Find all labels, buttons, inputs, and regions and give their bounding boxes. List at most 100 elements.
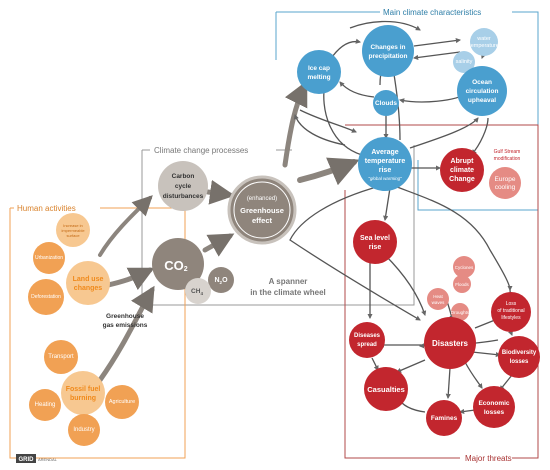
- svg-text:in the climate wheel: in the climate wheel: [250, 288, 326, 297]
- svg-text:Casualties: Casualties: [367, 385, 405, 394]
- node-industry: [68, 414, 100, 446]
- svg-text:Change: Change: [449, 176, 475, 183]
- svg-text:Changes in: Changes in: [370, 44, 405, 51]
- svg-text:upheaval: upheaval: [468, 97, 496, 104]
- svg-text:Biodiversity: Biodiversity: [502, 350, 537, 356]
- svg-text:ARENDAL: ARENDAL: [38, 457, 58, 462]
- node-salinity: [453, 51, 475, 73]
- svg-text:climate: climate: [450, 167, 474, 174]
- svg-text:Diseases: Diseases: [354, 333, 381, 339]
- label-greenhouse-gas: Greenhouse: [106, 313, 144, 320]
- svg-text:Ice cap: Ice cap: [308, 65, 330, 72]
- node-europe-cooling: [489, 167, 521, 199]
- svg-text:cooling: cooling: [495, 184, 516, 191]
- node-fossil: [61, 371, 105, 415]
- node-droughts: [451, 303, 469, 321]
- svg-text:impermeable: impermeable: [61, 228, 85, 233]
- svg-text:temperature: temperature: [469, 43, 499, 49]
- abrupt-change-group: Abrupt climate Change Europe cooling Gul…: [440, 148, 521, 199]
- svg-text:Loss: Loss: [506, 301, 517, 307]
- svg-text:(enhanced): (enhanced): [247, 196, 277, 202]
- svg-text:Famines: Famines: [431, 415, 458, 422]
- svg-text:spread: spread: [357, 342, 377, 348]
- svg-text:waves: waves: [432, 300, 446, 305]
- svg-text:Droughts: Droughts: [451, 310, 470, 315]
- svg-text:salinity: salinity: [456, 59, 473, 65]
- svg-text:Deforestation: Deforestation: [31, 294, 61, 300]
- section-title-climate-processes: Climate change processes: [154, 146, 248, 155]
- node-sea-level-rise: [353, 220, 397, 264]
- node-famines: [426, 400, 462, 436]
- node-co2: [152, 238, 204, 290]
- svg-text:N2O: N2O: [214, 277, 228, 285]
- process-arrows: [97, 80, 360, 383]
- node-precipitation: [362, 25, 414, 77]
- svg-text:losses: losses: [484, 409, 505, 416]
- svg-text:disturbances: disturbances: [163, 193, 204, 200]
- svg-text:CO2: CO2: [164, 258, 188, 273]
- node-biodiversity: [498, 336, 540, 378]
- svg-text:water: water: [476, 36, 491, 42]
- climate-nodes: Ice cap melting Changes in precipitation…: [297, 25, 507, 191]
- svg-text:Urbanization: Urbanization: [35, 255, 63, 261]
- svg-text:Industry: Industry: [73, 427, 94, 433]
- svg-text:Cyclones: Cyclones: [455, 265, 474, 270]
- svg-text:Ocean: Ocean: [472, 79, 492, 86]
- svg-text:Heat: Heat: [433, 294, 443, 299]
- node-heat-waves: [427, 288, 449, 310]
- svg-text:rise: rise: [379, 167, 392, 174]
- node-transport: [44, 340, 78, 374]
- svg-text:modification: modification: [494, 156, 521, 162]
- grid-arendal-logo: GRID ARENDAL: [16, 454, 58, 463]
- node-abrupt-climate-change: [440, 148, 484, 192]
- svg-text:cycle: cycle: [175, 183, 192, 190]
- svg-text:CH4: CH4: [191, 288, 203, 296]
- svg-text:melting: melting: [307, 74, 330, 81]
- node-impermeable: [56, 213, 90, 247]
- svg-text:Agriculture: Agriculture: [109, 399, 135, 405]
- node-ch4: [185, 278, 211, 304]
- svg-text:Transport: Transport: [48, 354, 74, 360]
- node-urbanization: [33, 242, 65, 274]
- node-land-use: [66, 261, 110, 305]
- node-economic-losses: [473, 386, 515, 428]
- svg-text:burning: burning: [70, 395, 96, 402]
- svg-text:"global warming": "global warming": [368, 176, 402, 181]
- node-heating: [29, 389, 61, 421]
- frame-major-threats: [344, 124, 539, 459]
- svg-text:Land use: Land use: [73, 276, 104, 283]
- node-floods: [453, 275, 471, 293]
- svg-text:changes: changes: [74, 285, 103, 292]
- node-carbon-cycle: [158, 161, 208, 211]
- node-n2o: [208, 267, 234, 293]
- svg-text:effect: effect: [252, 216, 273, 225]
- svg-text:temperature: temperature: [365, 158, 406, 165]
- svg-text:Floods: Floods: [455, 282, 469, 287]
- section-title-major-threats: Major threats: [465, 454, 512, 463]
- node-ocean-circulation: [457, 66, 507, 116]
- node-ice-cap: [297, 50, 341, 94]
- node-diseases: [349, 322, 385, 358]
- svg-text:Clouds: Clouds: [375, 100, 397, 107]
- node-avg-temperature: [358, 137, 412, 191]
- svg-text:gas emissions: gas emissions: [103, 322, 148, 329]
- node-casualties: [364, 367, 408, 411]
- node-traditional-lifestyles: [491, 292, 531, 332]
- svg-text:GRID: GRID: [19, 457, 35, 463]
- svg-text:losses: losses: [510, 359, 529, 365]
- svg-text:Sea level: Sea level: [360, 235, 390, 242]
- svg-text:Heating: Heating: [35, 402, 56, 408]
- node-disasters: [424, 317, 476, 369]
- svg-text:precipitation: precipitation: [368, 53, 407, 60]
- svg-text:surface: surface: [66, 233, 80, 238]
- node-water-temp: [470, 28, 498, 56]
- svg-text:rise: rise: [369, 244, 382, 251]
- human-activities-nodes: Increase in impermeable surface Urbaniza…: [28, 213, 139, 446]
- svg-text:Carbon: Carbon: [172, 173, 195, 180]
- node-greenhouse: [227, 175, 297, 245]
- svg-text:Abrupt: Abrupt: [451, 158, 475, 165]
- svg-text:lifestyles: lifestyles: [501, 315, 521, 321]
- process-nodes: Carbon cycle disturbances (enhanced) Gre…: [152, 161, 297, 304]
- svg-text:Fossil fuel: Fossil fuel: [66, 386, 101, 393]
